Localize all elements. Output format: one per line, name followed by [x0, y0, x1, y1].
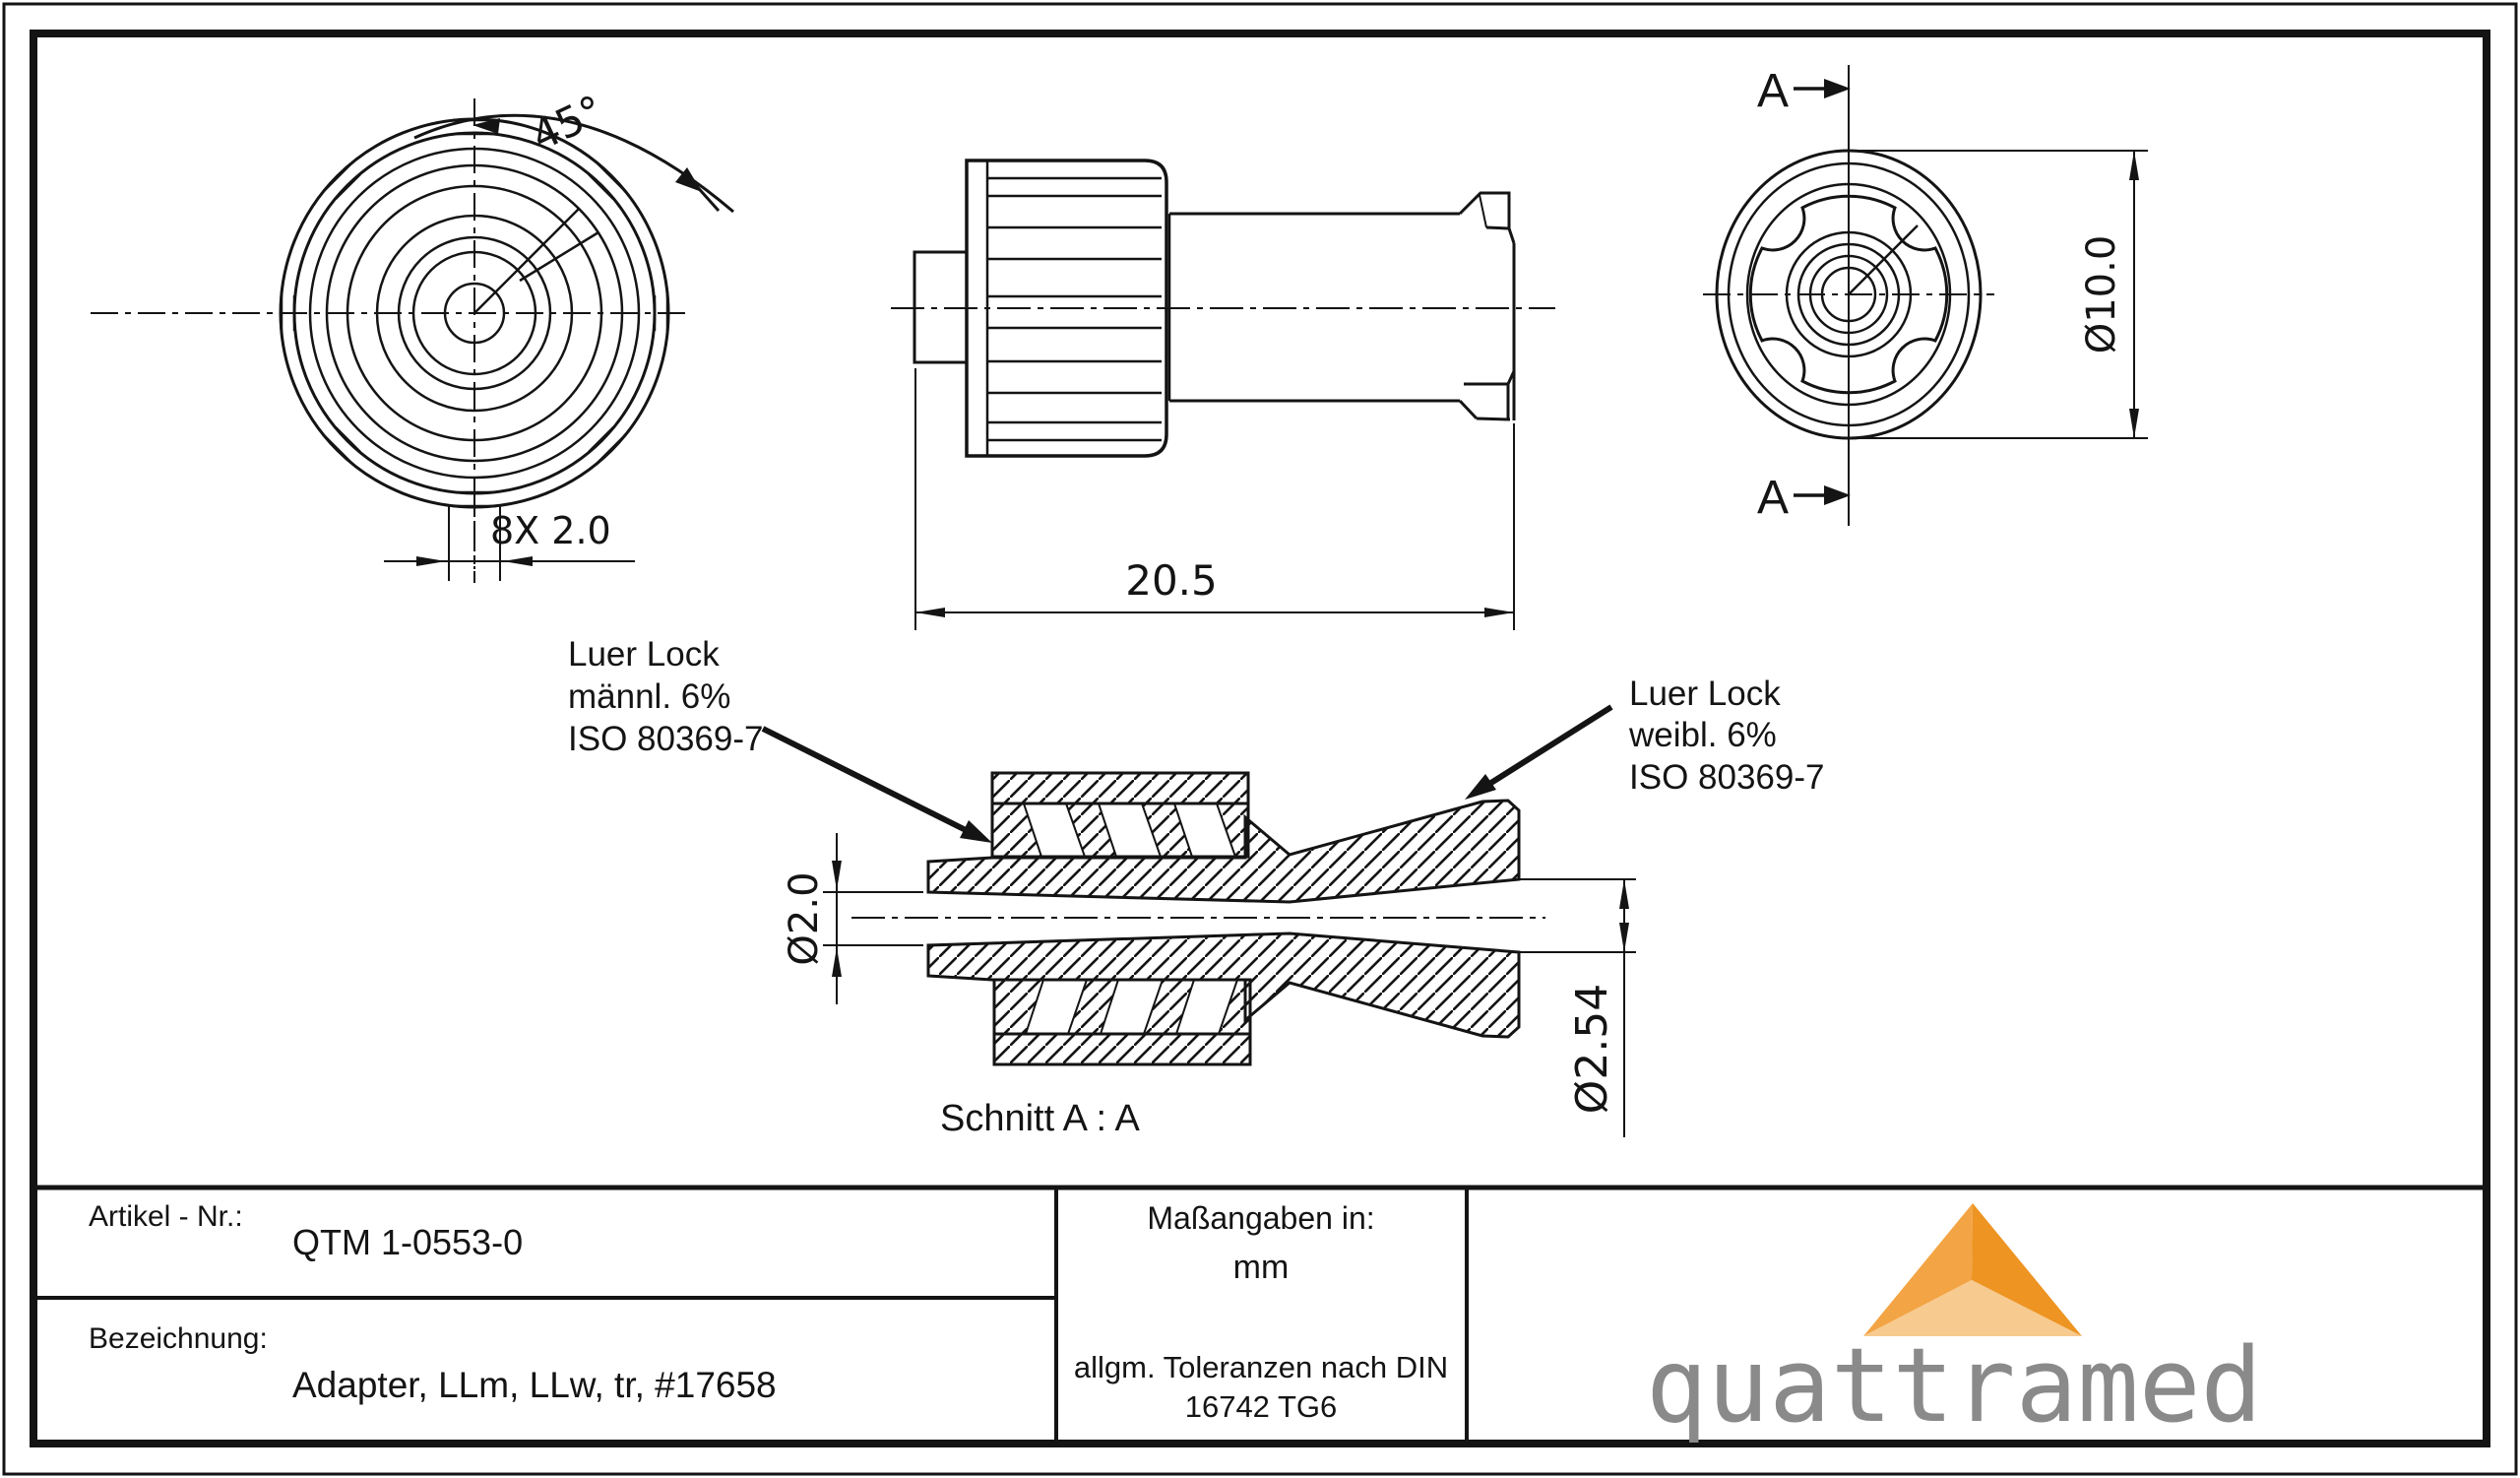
company-logo: quattramed — [1646, 1203, 2262, 1446]
section-walls — [926, 771, 1521, 1066]
designation-value: Adapter, LLm, LLw, tr, #17658 — [292, 1365, 777, 1405]
callout-right-line1: Luer Lock — [1629, 675, 1781, 713]
leader-arrow-left — [960, 820, 992, 843]
tip-dia-label: Ø2.54 — [1567, 984, 1617, 1115]
callout-left-line1: Luer Lock — [568, 635, 720, 674]
front-view-notches — [280, 118, 669, 508]
bore-dia-label: Ø2.0 — [782, 871, 827, 965]
callout-left-line3: ISO 80369-7 — [568, 720, 763, 758]
section-caption: Schnitt A : A — [940, 1098, 1140, 1139]
leader-line-left — [761, 726, 972, 835]
article-value: QTM 1-0553-0 — [292, 1222, 523, 1262]
callout-left-line2: männl. 6% — [568, 677, 730, 716]
logo-wordmark: quattramed — [1646, 1325, 2262, 1446]
logo-triangle-left-face — [1863, 1203, 1973, 1336]
tolerance-line1: allgm. Toleranzen nach DIN — [1074, 1350, 1448, 1384]
leader-line-right — [1477, 704, 1613, 794]
article-label: Artikel - Nr.: — [89, 1200, 243, 1233]
section-arrow-top — [1824, 79, 1851, 98]
side-view-outline — [913, 159, 1516, 458]
tolerance-line2: 16742 TG6 — [1185, 1389, 1338, 1424]
angle-label: 45° — [524, 86, 610, 161]
callout-right-line3: ISO 80369-7 — [1629, 758, 1824, 797]
notch-dim-label: 8X 2.0 — [490, 509, 611, 552]
logo-triangle-bottom-face — [1863, 1280, 2082, 1336]
side-view-rib-lines — [987, 176, 1162, 442]
front-view: 45° 8X 2.0 — [91, 86, 734, 583]
callout-female-luer: Luer Lock weibl. 6% ISO 80369-7 — [1465, 675, 1824, 800]
logo-triangle-right-face — [1972, 1203, 2082, 1336]
title-block-lines — [33, 1185, 2487, 1440]
section-arrow-bottom — [1824, 485, 1851, 505]
section-label-bottom: A — [1757, 472, 1789, 524]
front-view-radial-lines — [473, 208, 599, 314]
diameter-dimension: Ø10.0 — [1860, 150, 2148, 439]
section-markers: A A — [1757, 65, 1851, 524]
rear-view: A A Ø10.0 — [1703, 65, 2148, 526]
length-dimension: 20.5 — [914, 368, 1515, 630]
units-label: Maßangaben in: — [1147, 1200, 1374, 1236]
length-label: 20.5 — [1125, 556, 1218, 605]
designation-label: Bezeichnung: — [89, 1322, 268, 1355]
units-value: mm — [1233, 1249, 1290, 1286]
angle-arrow-left — [472, 118, 500, 134]
section-rib-wedges — [991, 803, 1251, 1035]
bore-dimension: Ø2.0 — [782, 833, 923, 1004]
angle-arrow-right — [675, 167, 702, 192]
inner-frame — [30, 30, 2490, 1447]
notch-dimension: 8X 2.0 — [384, 497, 635, 581]
section-label-top: A — [1757, 65, 1789, 117]
side-view: 20.5 — [891, 159, 1555, 630]
leader-arrow-right — [1465, 774, 1496, 800]
section-view: Ø2.0 Ø2.54 Luer Lock männl. 6% ISO 80369… — [568, 635, 1824, 1139]
callout-male-luer: Luer Lock männl. 6% ISO 80369-7 — [568, 635, 992, 843]
diameter-label: Ø10.0 — [2079, 235, 2124, 354]
tip-dimension: Ø2.54 — [1519, 878, 1636, 1137]
callout-right-line2: weibl. 6% — [1628, 716, 1777, 754]
cross-lug-profile — [1748, 194, 1949, 395]
title-block: Artikel - Nr.: QTM 1-0553-0 Bezeichnung:… — [33, 1185, 2487, 1446]
